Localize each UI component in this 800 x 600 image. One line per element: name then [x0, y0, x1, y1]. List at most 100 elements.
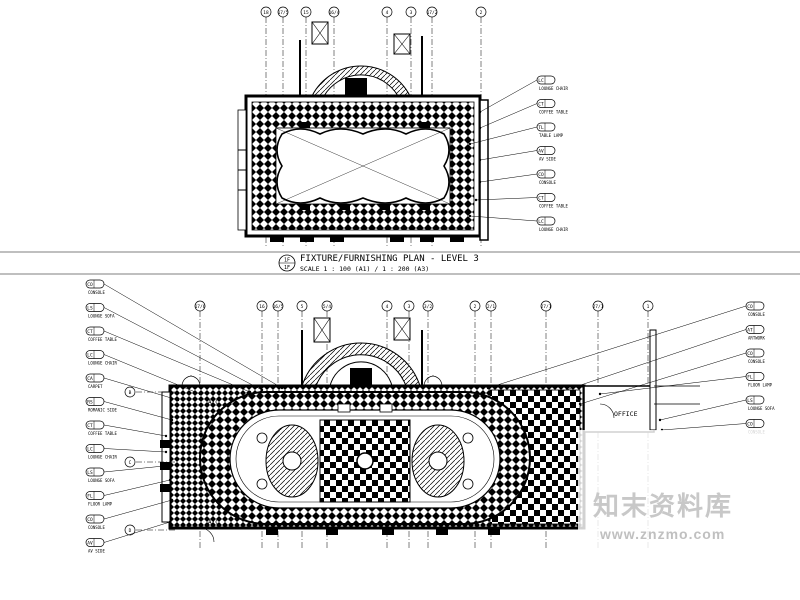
watermark-cn: 知末资料库: [593, 492, 734, 522]
tag-leader-dot: [578, 402, 582, 406]
tag-code: AV: [87, 541, 93, 547]
bottom-grid-label: 1: [647, 304, 650, 310]
tag-leader-dot: [176, 398, 180, 402]
tag-name: COFFEE TABLE: [539, 110, 568, 115]
tag-leader: [103, 479, 171, 496]
bottom-right-rug: [411, 424, 465, 498]
tag-box: [536, 193, 556, 202]
furniture-tag: CT COFFEE TABLE: [474, 193, 568, 209]
tag-leader: [103, 424, 167, 437]
tag-code: CA: [87, 376, 93, 382]
tag-name: ROMANIC SIDE: [88, 408, 117, 413]
tag-leader: [479, 103, 538, 129]
tag-code: LS: [747, 398, 753, 404]
tag-leader-dot: [478, 158, 482, 162]
tag-leader: [103, 283, 283, 389]
tag-box: [85, 373, 105, 383]
row-grid-labels: BCD: [124, 386, 176, 536]
tag-leader-dot: [198, 392, 202, 396]
furniture-tag: CT COFFEE TABLE: [478, 99, 568, 130]
tag-box: [536, 216, 556, 226]
top-carpet-ornament: [276, 128, 450, 204]
tag-code: CT: [538, 196, 544, 202]
tag-leader: [599, 376, 747, 395]
furniture-tag: CO CONSOLE: [578, 348, 765, 406]
top-grid-label: 3: [410, 10, 413, 16]
tag-leader: [103, 448, 167, 453]
top-grid-bubble: [260, 6, 272, 18]
row-grid-bubble: [124, 524, 136, 536]
tag-leader: [103, 354, 201, 395]
bottom-grid-bubble: [422, 300, 434, 312]
tag-leader: [479, 173, 538, 183]
furniture-tag: TL TABLE LAMP: [468, 122, 564, 146]
tag-leader: [103, 499, 173, 520]
tag-code: CT: [538, 102, 544, 108]
tag-name: TABLE LAMP: [539, 133, 564, 138]
tag-box: [85, 514, 105, 524]
row-grid-bubble: [124, 456, 136, 468]
bottom-grid-bubble: [403, 300, 415, 312]
plan-scale: SCALE 1 : 100 (A1) / 1 : 200 (A3): [300, 265, 429, 273]
tag-leader-dot: [164, 450, 168, 454]
tag-code: CO: [747, 304, 753, 310]
tag-leader: [559, 329, 747, 393]
row-grid-label: C: [129, 460, 132, 466]
tag-leader-dot: [598, 392, 602, 396]
top-grid-label: 16/4: [329, 10, 340, 16]
tag-code: AT: [747, 328, 753, 334]
title-symbol-top: 1F: [284, 258, 290, 264]
office-label: OFFICE: [614, 410, 638, 418]
title-block: 1F 1F FIXTURE/FURNISHING PLAN - LEVEL 3 …: [0, 251, 800, 275]
bottom-grid-bubble: [256, 300, 268, 312]
tag-box: [85, 538, 105, 547]
tag-code: TL: [538, 125, 544, 131]
bottom-grid-label: 4: [386, 304, 389, 310]
tag-leader-dot: [280, 386, 284, 390]
tag-name: CONSOLE: [539, 180, 556, 185]
watermark-url: www.znzmo.com: [600, 526, 726, 542]
bottom-grid-label: 16: [259, 304, 265, 310]
tag-name: COFFEE TABLE: [539, 204, 568, 209]
office-room: [583, 385, 655, 433]
tag-box: [85, 420, 105, 430]
top-grid-bubble: [381, 6, 393, 18]
tag-leader: [487, 305, 747, 389]
tag-name: COFFEE TABLE: [88, 431, 117, 436]
tag-code: CO: [747, 351, 753, 357]
tag-box: [85, 326, 105, 336]
tag-code: LC: [538, 219, 544, 225]
tag-name: CONSOLE: [88, 290, 105, 295]
tag-box: [536, 99, 556, 108]
top-grid-label: 17/2: [427, 10, 438, 16]
tag-box: [745, 348, 765, 358]
tag-box: [745, 301, 765, 311]
tag-leader: [103, 377, 179, 401]
tag-name: AV SIDE: [88, 549, 105, 554]
tag-leader-dot: [248, 390, 252, 394]
bottom-grid-bubble: [296, 300, 308, 312]
tag-code: LS: [87, 470, 93, 476]
bottom-grid-bubble: [642, 300, 654, 312]
tag-box: [536, 169, 556, 179]
ac-label-bottom: A/C: [208, 519, 219, 526]
tag-name: CONSOLE: [748, 312, 765, 317]
top-grid-bubble: [475, 6, 487, 18]
tag-name: LOUNGE CHAIR: [88, 361, 117, 366]
plan-title: FIXTURE/FURNISHING PLAN - LEVEL 3: [300, 254, 479, 264]
tag-leader-dot: [170, 498, 174, 502]
tag-name: CONSOLE: [748, 359, 765, 364]
title-symbol-bottom: 1F: [284, 265, 290, 271]
tag-name: LOUNGE CHAIR: [539, 86, 568, 91]
tag-leader: [103, 465, 165, 473]
